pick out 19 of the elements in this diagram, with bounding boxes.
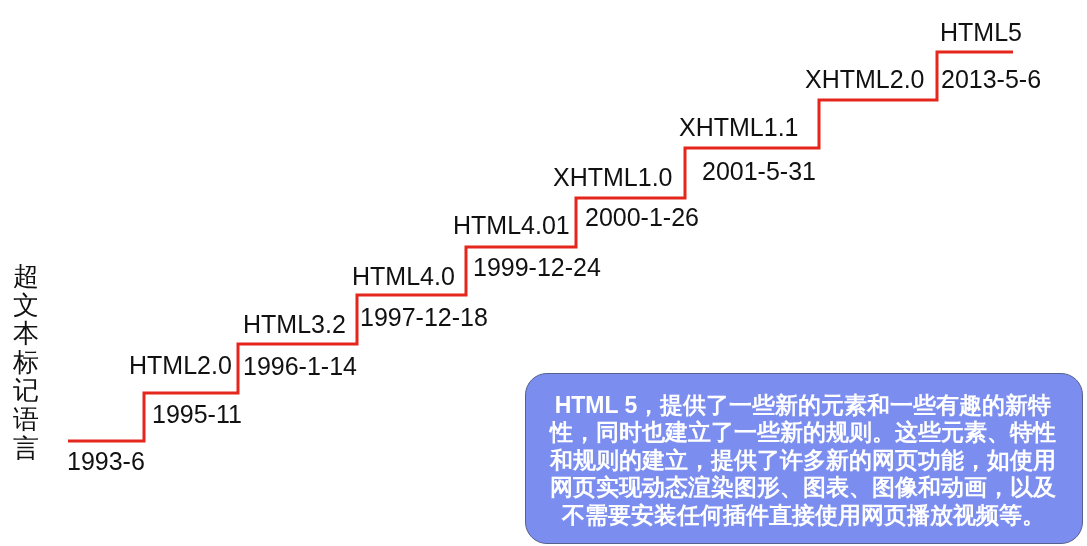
version-label: HTML5 xyxy=(940,20,1022,45)
version-label: HTML4.01 xyxy=(453,213,570,238)
version-label: XHTML1.1 xyxy=(679,115,799,140)
version-label: HTML2.0 xyxy=(129,353,232,378)
date-label: 1993-6 xyxy=(67,449,145,474)
vertical-title: 超文本标记语言 xyxy=(13,262,39,463)
version-label: HTML4.0 xyxy=(352,264,455,289)
version-label: XHTML2.0 xyxy=(805,67,925,92)
date-label: 2013-5-6 xyxy=(941,67,1042,92)
date-label: 1995-11 xyxy=(152,402,242,427)
date-label: 2001-5-31 xyxy=(702,159,816,184)
date-label: 2000-1-26 xyxy=(585,205,699,230)
date-label: 1997-12-18 xyxy=(360,305,488,330)
date-label: 1996-1-14 xyxy=(243,354,357,379)
callout-text: HTML 5，提供了一些新的元素和一些有趣的新特性，同时也建立了一些新的规则。这些元素、特性和规则的建立，提供了许多新的网页功能，如使用网页实现动态渲染图形、图表、图像和动画，以及不需要安装任何插件直接使用网页播放视频等。 xyxy=(548,391,1057,529)
version-label: XHTML1.0 xyxy=(553,165,673,190)
date-label: 1999-12-24 xyxy=(473,255,601,280)
callout-box xyxy=(525,373,1083,544)
version-label: HTML3.2 xyxy=(243,312,346,337)
